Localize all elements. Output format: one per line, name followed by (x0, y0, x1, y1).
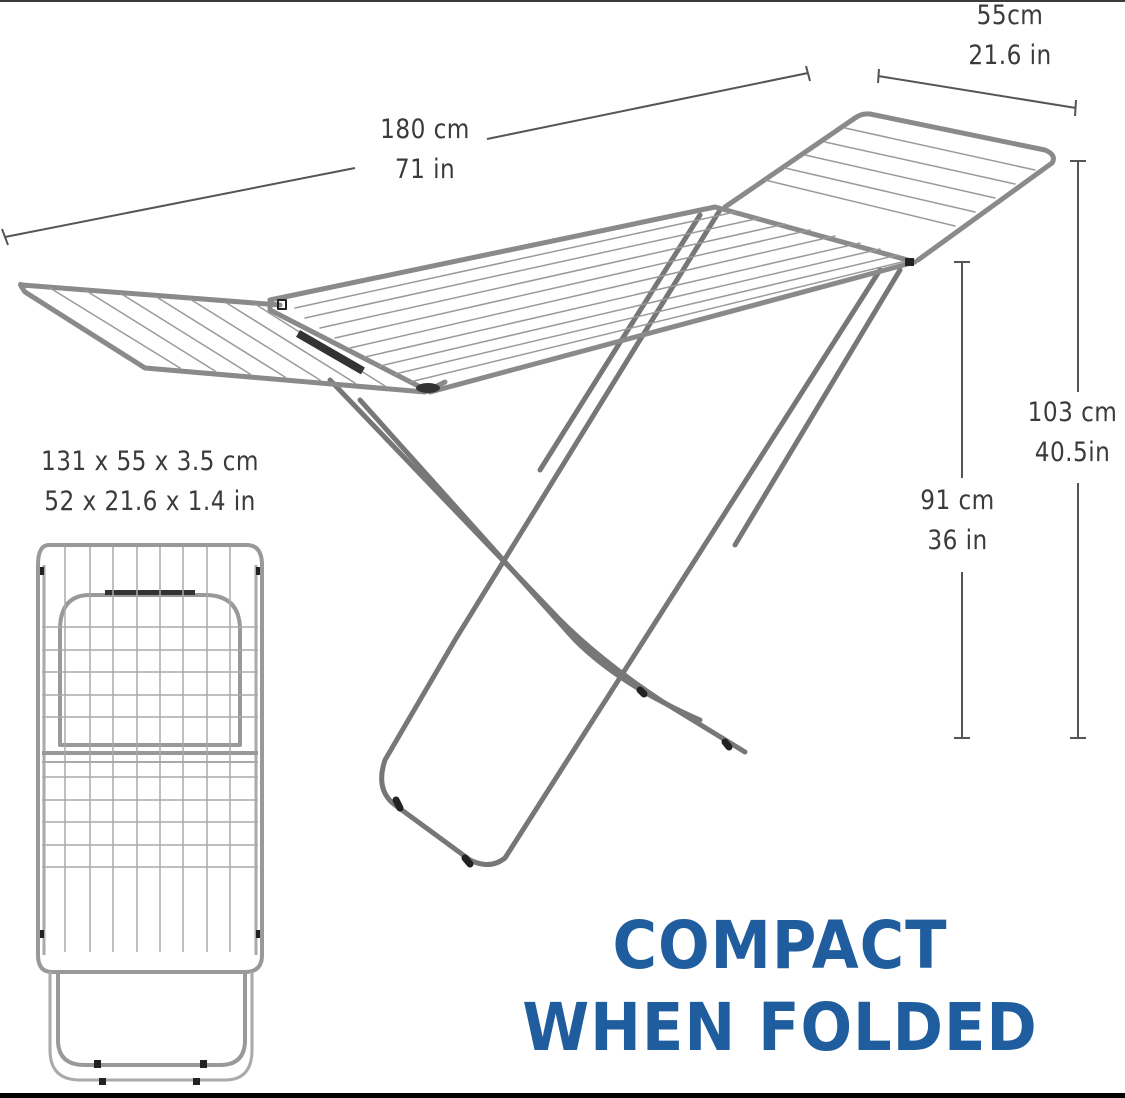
rail-height-dimension-line (954, 261, 970, 739)
bottom-border (0, 1093, 1125, 1098)
center-rack (267, 204, 918, 395)
rail-height-label: 91 cm 36 in (904, 481, 1012, 561)
right-wing (722, 111, 1056, 263)
width-label: 55cm 21.6 in (946, 0, 1075, 76)
left-wing (18, 281, 448, 395)
folded-size-in: 52 x 21.6 x 1.4 in (44, 486, 256, 517)
length-dimension-line (1, 65, 811, 246)
open-rack (18, 111, 1056, 868)
length-label: 180 cm 71 in (356, 110, 494, 190)
rail-height-in: 36 in (927, 525, 988, 556)
total-height-in: 40.5in (1034, 437, 1111, 468)
headline-line-2: WHEN FOLDED (522, 989, 1038, 1066)
rack-legs (327, 207, 903, 867)
total-height-label: 103 cm 40.5in (1014, 393, 1125, 473)
headline-line-1: COMPACT (612, 907, 948, 984)
dimension-lines (1, 65, 1086, 739)
rail-height-cm: 91 cm (920, 485, 995, 516)
length-cm: 180 cm (380, 114, 470, 145)
top-border (0, 0, 1125, 2)
folded-size-label: 131 x 55 x 3.5 cm 52 x 21.6 x 1.4 in (21, 442, 279, 522)
total-height-cm: 103 cm (1027, 397, 1118, 428)
hinge-joint (416, 383, 440, 393)
compact-headline: COMPACT WHEN FOLDED (495, 905, 1065, 1069)
width-cm: 55cm (976, 0, 1044, 31)
total-height-dimension-line (1070, 160, 1086, 739)
width-in: 21.6 in (968, 40, 1052, 71)
width-dimension-line (877, 68, 1077, 117)
length-in: 71 in (394, 154, 456, 185)
hinge-bracket (296, 330, 365, 375)
folded-size-cm: 131 x 55 x 3.5 cm (41, 446, 259, 477)
leg-caps (392, 686, 733, 868)
folded-rack (36, 543, 264, 1085)
